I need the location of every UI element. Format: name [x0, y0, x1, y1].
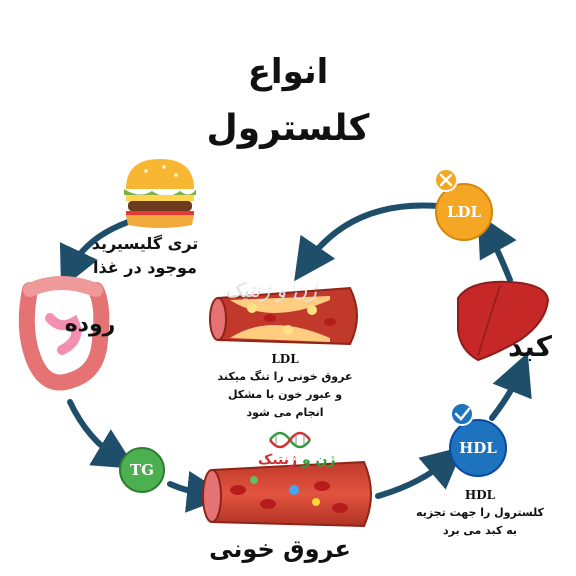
- dna-icon: [268, 431, 312, 449]
- intestine-label: روده: [64, 312, 116, 337]
- cycle-arrows: [59, 202, 532, 513]
- arrow-vessel-to-hdl: [375, 446, 464, 499]
- ldl-description: LDL عروق خونی را تنگ میکند و عبور خون با…: [210, 350, 360, 422]
- arrow-ldl-to-vessel: [294, 202, 441, 282]
- tg-badge: [119, 447, 165, 493]
- narrowed-vessel-icon: [209, 286, 358, 346]
- liver-icon: [457, 280, 550, 362]
- vessel-label: عروق خونی: [209, 535, 351, 563]
- hdl-desc-title: HDL: [464, 488, 496, 502]
- tg-badge-label: TG: [130, 461, 154, 479]
- ldl-desc-line2: و عبور خون با مشکل: [227, 388, 343, 401]
- logo-text-red: ژنتیک: [258, 452, 298, 468]
- hdl-badge: [449, 419, 507, 477]
- ldl-desc-line3: انجام می شود: [246, 406, 324, 419]
- arrow-gut-to-tg: [67, 399, 137, 469]
- hdl-desc-line2: به کبد می برد: [442, 524, 518, 537]
- ldl-badge-label: LDL: [446, 203, 482, 221]
- hamburger-icon: [124, 159, 196, 228]
- hdl-badge-label: HDL: [459, 439, 497, 457]
- ldl-desc-title: LDL: [271, 352, 299, 366]
- arrow-hdl-to-liver: [489, 352, 532, 421]
- hdl-description: HDL کلسترول را جهت تجزیه به کبد می برد: [415, 486, 545, 540]
- ldl-badge: [435, 183, 493, 241]
- title-line1: انواع: [247, 52, 329, 92]
- food-label-line2: موجود در غذا: [93, 258, 197, 277]
- title-line2: کلسترول: [206, 108, 370, 149]
- logo: ژن و ژنتیک: [258, 452, 336, 468]
- arrow-food-to-gut: [59, 219, 131, 290]
- arrow-liver-to-ldl: [477, 213, 517, 283]
- food-label-line1: تری گلیسیرید: [91, 234, 199, 253]
- x-icon: [434, 168, 458, 192]
- ldl-desc-line1: عروق خونی را تنگ میکند: [217, 370, 353, 383]
- checkmark-icon: [450, 402, 474, 426]
- food-label: تری گلیسیرید موجود در غذا: [70, 232, 220, 280]
- logo-text-green: ژن و: [301, 452, 336, 468]
- watermark: ژن و ژنتیک: [225, 278, 317, 302]
- blood-vessel-icon: [202, 460, 372, 528]
- intestine-icon: [18, 276, 110, 391]
- liver-label: کبد: [508, 330, 552, 363]
- hdl-desc-line1: کلسترول را جهت تجزیه: [416, 506, 544, 519]
